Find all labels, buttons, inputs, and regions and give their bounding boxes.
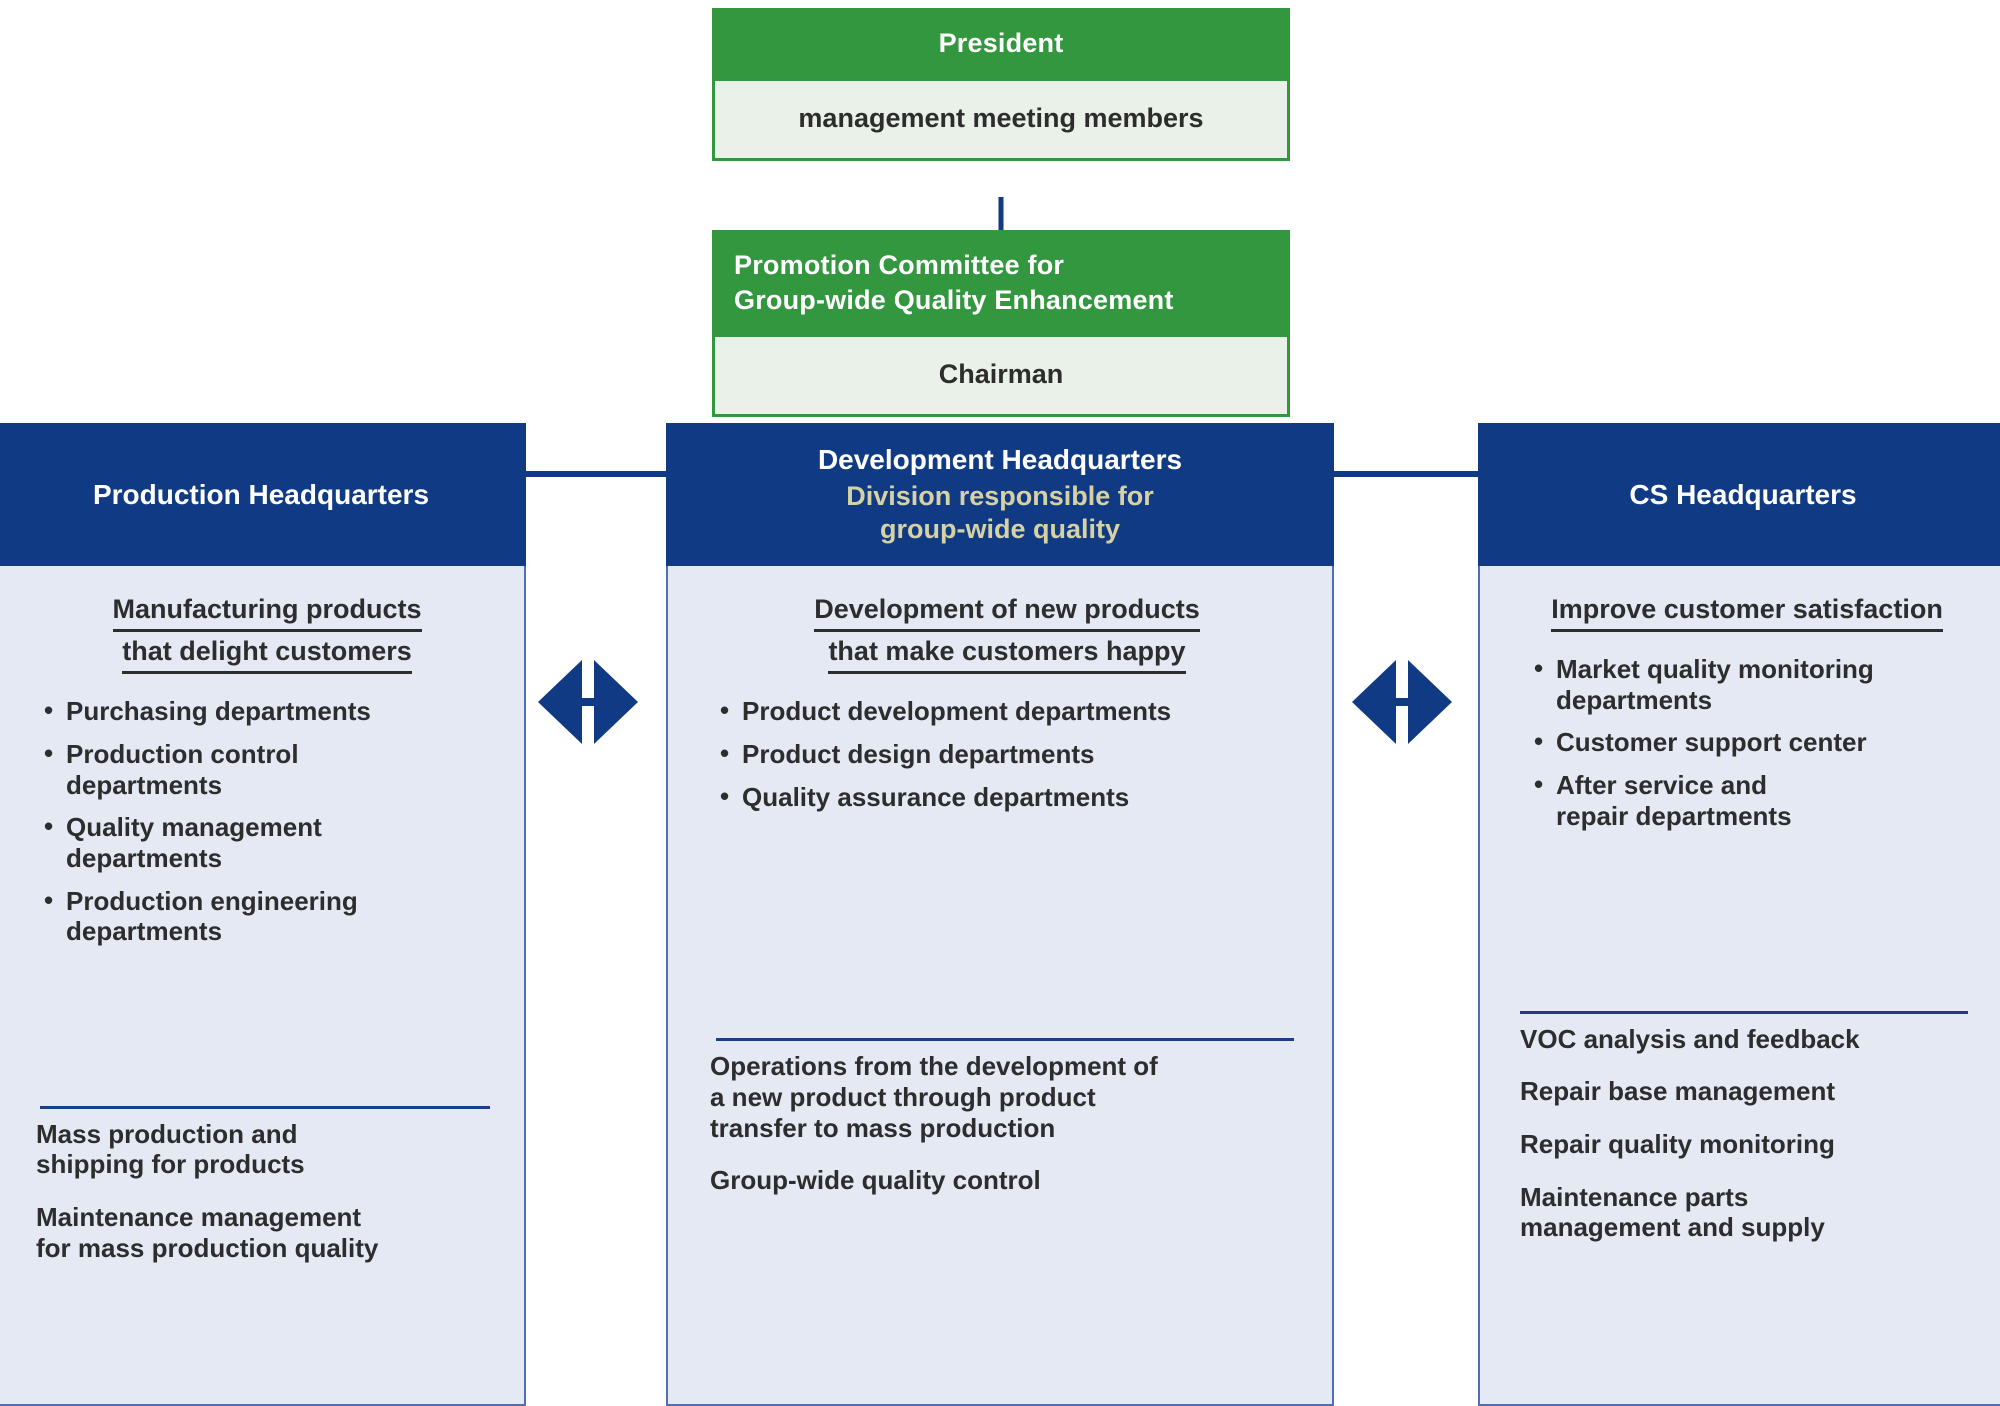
production-lead: Manufacturing products that delight cust… <box>36 566 498 680</box>
spacer <box>36 1263 498 1404</box>
development-title: Development Headquarters <box>817 443 1183 475</box>
cs-header: CS Headquarters <box>1478 423 2000 566</box>
cs-title: CS Headquarters <box>1629 478 1857 510</box>
spacer <box>710 1196 1304 1404</box>
note: Group-wide quality control <box>710 1165 1041 1196</box>
headquarters-production: Production Headquarters Manufacturing pr… <box>0 423 526 1406</box>
headquarters-cs: CS Headquarters Improve customer satisfa… <box>1478 423 2000 1406</box>
production-body: Manufacturing products that delight cust… <box>0 566 526 1406</box>
spacer <box>710 824 1304 1032</box>
development-lead: Development of new products that make cu… <box>710 566 1304 680</box>
cs-lead: Improve customer satisfaction <box>1512 566 1982 638</box>
development-header: Development Headquarters Division respon… <box>666 423 1334 566</box>
committee-title-line1: Promotion Committee for <box>734 250 1065 280</box>
bidirectional-arrow-icon <box>538 660 638 744</box>
cs-body: Improve customer satisfaction Market qua… <box>1478 566 2000 1406</box>
development-body: Development of new products that make cu… <box>666 566 1334 1406</box>
note: VOC analysis and feedback <box>1520 1023 1860 1054</box>
list-item: Product design departments <box>716 738 1304 770</box>
cs-lead-line1: Improve customer satisfaction <box>1551 592 1943 633</box>
committee-title: Promotion Committee for Group-wide Quali… <box>712 230 1290 338</box>
list-item: Quality assurance departments <box>716 781 1304 813</box>
cs-divider <box>1520 1010 1968 1014</box>
list-item: Product development departments <box>716 695 1304 727</box>
president-subtitle: management meeting members <box>712 81 1290 162</box>
committee-title-line2: Group-wide Quality Enhancement <box>734 284 1174 315</box>
promotion-committee-block: Promotion Committee for Group-wide Quali… <box>712 230 1290 418</box>
cs-notes: VOC analysis and feedback Repair base ma… <box>1512 1014 1982 1243</box>
list-item: Customer support center <box>1530 726 1982 758</box>
spacer <box>1512 843 1982 1004</box>
bidirectional-arrow-icon <box>1352 660 1452 744</box>
production-lead-line2: that delight customers <box>122 634 412 675</box>
development-department-list: Product development departments Product … <box>710 680 1304 824</box>
production-title: Production Headquarters <box>92 478 430 510</box>
spacer <box>1512 1243 1982 1404</box>
development-divider <box>716 1038 1294 1042</box>
production-department-list: Purchasing departments Production contro… <box>36 680 498 959</box>
list-item: Purchasing departments <box>40 695 498 727</box>
production-header: Production Headquarters <box>0 423 526 566</box>
committee-subtitle: Chairman <box>712 337 1290 418</box>
spacer <box>36 959 498 1100</box>
development-lead-line1: Development of new products <box>814 592 1200 633</box>
headquarters-development: Development Headquarters Division respon… <box>666 423 1334 1406</box>
development-lead-line2: that make customers happy <box>828 634 1186 675</box>
production-divider <box>40 1105 490 1109</box>
president-title: President <box>712 8 1290 82</box>
president-block: President management meeting members <box>712 8 1290 162</box>
production-lead-line1: Manufacturing products <box>112 592 422 633</box>
note: Repair quality monitoring <box>1520 1128 1835 1159</box>
note: Repair base management <box>1520 1076 1836 1107</box>
